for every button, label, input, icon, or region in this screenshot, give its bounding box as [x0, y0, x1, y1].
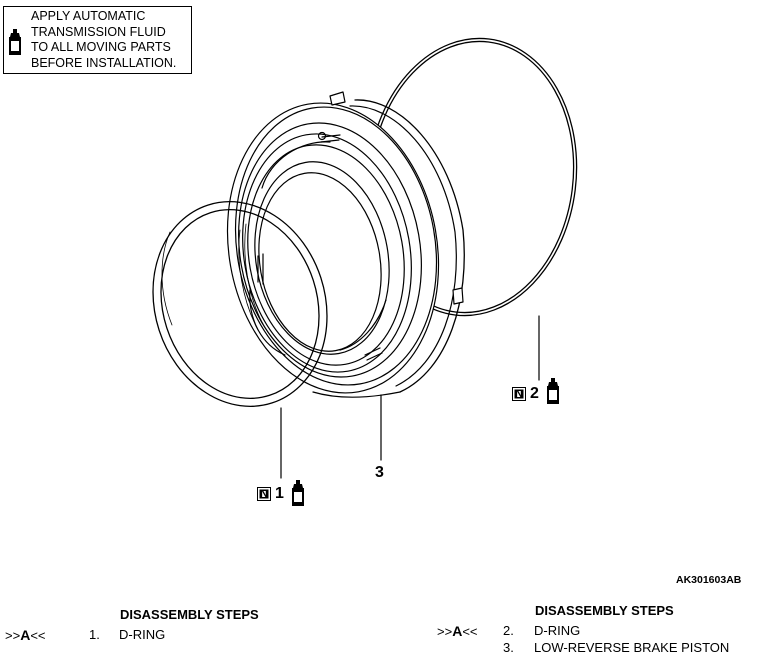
atf-bottle-icon — [292, 480, 304, 506]
step-row: >>A<< 2. D-RING — [437, 623, 767, 641]
note-text: APPLY AUTOMATIC TRANSMISSION FLUID TO AL… — [31, 9, 177, 70]
step-label: LOW-REVERSE BRAKE PISTON — [534, 640, 730, 655]
brake-piston — [226, 91, 465, 398]
figure-id: AK301603AB — [676, 574, 742, 586]
step-label: D-RING — [119, 627, 166, 642]
callout-number-3: 3 — [375, 464, 384, 481]
step-number: 2. — [503, 623, 514, 638]
step-ref: >>A<< — [437, 623, 478, 639]
step-row: 3. LOW-REVERSE BRAKE PISTON — [437, 640, 767, 658]
leader-lines — [280, 315, 540, 479]
steps-title-left: DISASSEMBLY STEPS — [120, 607, 259, 622]
new-part-icon: N — [512, 387, 526, 401]
step-ref: >>A<< — [5, 627, 46, 643]
step-row: >>A<< 1. D-RING — [5, 627, 305, 645]
note-box: APPLY AUTOMATIC TRANSMISSION FLUID TO AL… — [3, 6, 192, 74]
steps-title-right: DISASSEMBLY STEPS — [535, 603, 674, 618]
new-part-icon: N — [257, 487, 271, 501]
step-number: 3. — [503, 640, 514, 655]
d-ring-small — [152, 201, 328, 407]
callout-number-2: 2 — [530, 385, 539, 402]
step-number: 1. — [89, 627, 100, 642]
atf-bottle-icon — [9, 29, 21, 55]
atf-bottle-icon — [547, 378, 559, 404]
step-label: D-RING — [534, 623, 581, 638]
callout-number-1: 1 — [275, 485, 284, 502]
